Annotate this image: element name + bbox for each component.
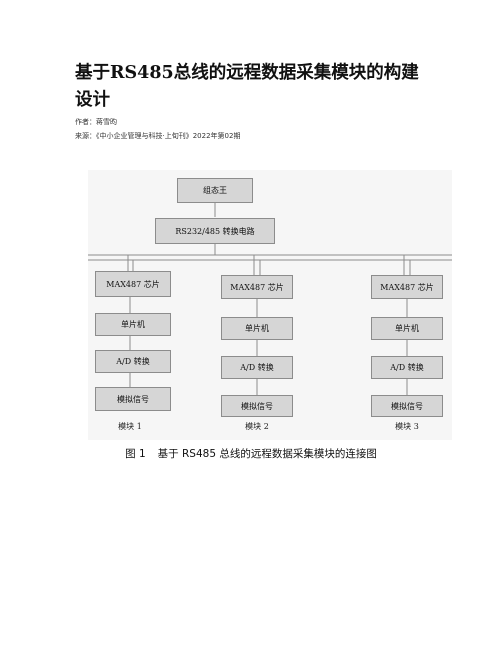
module-3-chip-box: MAX487 芯片 [371,275,443,299]
module-1-signal-box: 模拟信号 [95,387,171,411]
source-line: 来源：《中小企业管理与科技·上旬刊》2022年第02期 [75,132,241,140]
converter-box: RS232/485 转换电路 [155,218,275,244]
module-2-signal-box: 模拟信号 [221,395,293,417]
diagram-connectors [88,203,452,395]
kingview-box: 组态王 [177,178,253,203]
module-2-adc-box: A/D 转换 [221,356,293,379]
article-title: 基于RS485总线的远程数据采集模块的构建设计 [75,63,419,110]
module-1-chip-box: MAX487 芯片 [95,271,171,297]
module-1-mcu-box: 单片机 [95,313,171,336]
module-3-signal-box: 模拟信号 [371,395,443,417]
module-1-label: 模块 1 [118,422,142,431]
module-3-label: 模块 3 [395,422,419,431]
figure-number: 图 1 [125,448,146,460]
connection-diagram: 组态王 RS232/485 转换电路 MAX487 芯片 单片机 A/D 转换 … [88,170,452,440]
author-line: 作者：蒋雪昀 [75,118,117,126]
module-3-adc-box: A/D 转换 [371,356,443,379]
figure-caption-text: 基于 RS485 总线的远程数据采集模块的连接图 [157,448,377,460]
module-2-mcu-box: 单片机 [221,317,293,340]
module-1-adc-box: A/D 转换 [95,350,171,373]
module-2-chip-box: MAX487 芯片 [221,275,293,299]
figure-caption: 图 1 基于 RS485 总线的远程数据采集模块的连接图 [0,446,502,461]
module-2-label: 模块 2 [245,422,269,431]
module-3-mcu-box: 单片机 [371,317,443,340]
